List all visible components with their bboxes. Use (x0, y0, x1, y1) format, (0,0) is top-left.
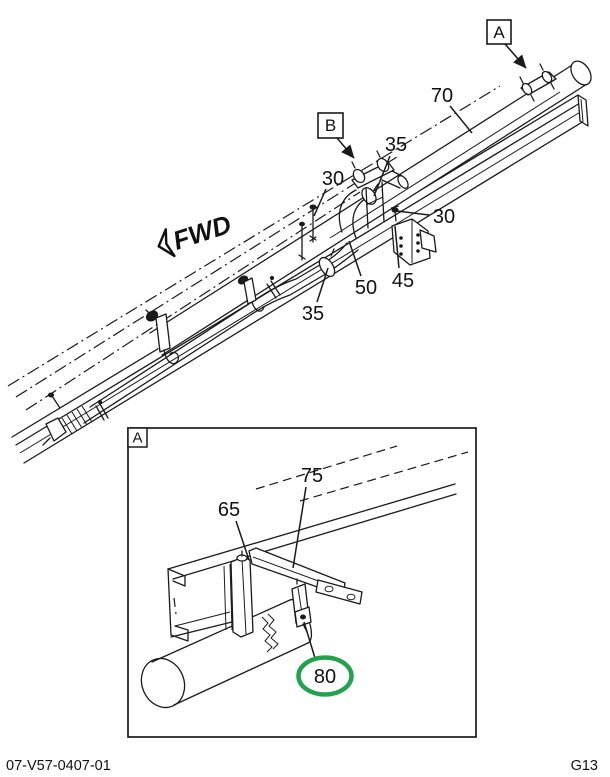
central-bracket-assembly (338, 150, 409, 239)
flex-coupling (42, 392, 93, 446)
highlight-ellipse-80 (296, 655, 354, 697)
frame-rail (11, 94, 589, 464)
callout-45: 45 (392, 270, 414, 292)
detail-hanger-80 (291, 578, 312, 633)
detail-bracket-65 (223, 550, 254, 638)
leader-45 (394, 225, 400, 269)
hanger-bolt-30-right (390, 205, 400, 222)
leader-35-top (373, 155, 391, 197)
elbow-outer (338, 189, 357, 233)
view-marker-b: B (317, 112, 355, 159)
detail-view-a: A (127, 427, 477, 738)
line-hanger-2 (237, 275, 265, 312)
pipe-70-end (570, 60, 592, 86)
detail-pipe-end (140, 657, 186, 709)
footer-doc-number: 07-V57-0407-01 (6, 758, 111, 774)
callout-70: 70 (431, 85, 453, 107)
fwd-orientation: FWD (157, 209, 235, 258)
callout-50: 50 (355, 277, 377, 299)
fwd-label: FWD (169, 209, 235, 256)
view-marker-b-arrow (336, 137, 355, 159)
leader-80 (303, 621, 316, 659)
leader-35-bottom (316, 267, 329, 303)
detail-label-letter: A (132, 430, 142, 447)
main-view-linework (7, 60, 592, 464)
band-clamp (95, 399, 109, 421)
leader-30-left (313, 188, 327, 217)
routing-centerlines (7, 85, 501, 411)
tow-bracket-45 (391, 218, 437, 266)
pipe-clamp-A (519, 63, 557, 102)
callout-75: 75 (301, 465, 323, 487)
coupling-bolt (51, 395, 61, 409)
leader-65 (235, 520, 250, 561)
callout-65: 65 (218, 499, 240, 521)
hanger-rod-30-left (298, 204, 317, 261)
fwd-arrow-icon (157, 228, 176, 258)
callout-80: 80 (314, 666, 336, 688)
detail-clamp-serration (261, 616, 273, 653)
main-view-callouts: 70 35 30 30 50 45 35 (302, 85, 473, 325)
leader-30-right (396, 210, 430, 216)
detail-callouts: 65 75 80 (218, 465, 354, 697)
view-marker-a: A (486, 19, 527, 69)
line-hanger-1 (145, 309, 180, 365)
detail-label-box (127, 427, 148, 448)
view-marker-a-letter: A (493, 23, 505, 42)
tailpipe-50 (42, 242, 359, 446)
view-marker-b-letter: B (325, 116, 336, 135)
detail-bracket-75 (248, 547, 363, 605)
callout-30-left: 30 (322, 168, 344, 190)
callout-35-bottom: 35 (302, 303, 324, 325)
callout-35-top: 35 (385, 134, 407, 156)
frame-rail-end-face (577, 94, 589, 127)
elbow-clamp-35 (361, 187, 377, 205)
detail-frame-rail (167, 483, 457, 642)
detail-pipe (140, 598, 313, 709)
detail-linework (140, 445, 469, 709)
footer-page-code: G13 (571, 758, 598, 774)
page-footer: 07-V57-0407-01 G13 (6, 758, 598, 774)
leader-50 (348, 240, 362, 277)
callout-30-right: 30 (433, 206, 455, 228)
leader-75 (292, 486, 307, 569)
u-bolt-clamp-35 (266, 248, 336, 299)
leader-70 (449, 105, 473, 134)
exhaust-pipe-70 (149, 60, 592, 356)
view-marker-a-arrow (504, 43, 527, 69)
